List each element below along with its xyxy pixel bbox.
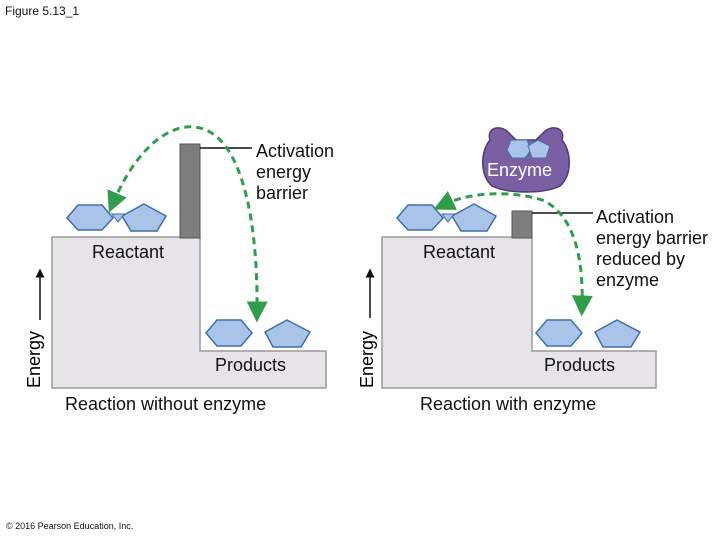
right-energy-axis-label: Energy xyxy=(357,330,377,388)
enzyme-shape xyxy=(482,127,570,193)
left-reactant-molecule-2 xyxy=(120,203,168,232)
left-reactant-molecule-1 xyxy=(66,204,114,231)
right-products-label: Products xyxy=(544,355,616,375)
copyright-notice: © 2016 Pearson Education, Inc. xyxy=(6,521,134,531)
left-product-molecule-2 xyxy=(263,319,312,348)
left-activation-barrier xyxy=(179,143,201,239)
right-reactant-molecule-1 xyxy=(396,204,444,231)
left-energy-axis-label: Energy xyxy=(24,330,44,388)
right-reactant-molecule-2 xyxy=(450,203,498,232)
enzyme-label: Enzyme xyxy=(487,160,553,180)
figure-label: Figure 5.13_1 xyxy=(5,4,80,18)
right-activation-barrier-label: Activation energy barrier reduced by enz… xyxy=(596,207,709,290)
right-reaction-path-arrow xyxy=(433,190,593,317)
right-reactant-label: Reactant xyxy=(423,242,496,262)
left-product-molecule-1 xyxy=(205,319,253,347)
left-products-label: Products xyxy=(215,355,287,375)
left-caption: Reaction without enzyme xyxy=(65,394,267,414)
right-reduced-barrier xyxy=(511,210,533,239)
left-reaction-path-arrow xyxy=(107,125,268,323)
right-product-molecule-1 xyxy=(535,319,583,347)
left-activation-barrier-label: Activation energy barrier xyxy=(256,141,335,203)
right-product-molecule-2 xyxy=(593,319,642,348)
left-reactant-label: Reactant xyxy=(92,242,165,262)
right-caption: Reaction with enzyme xyxy=(420,394,597,414)
